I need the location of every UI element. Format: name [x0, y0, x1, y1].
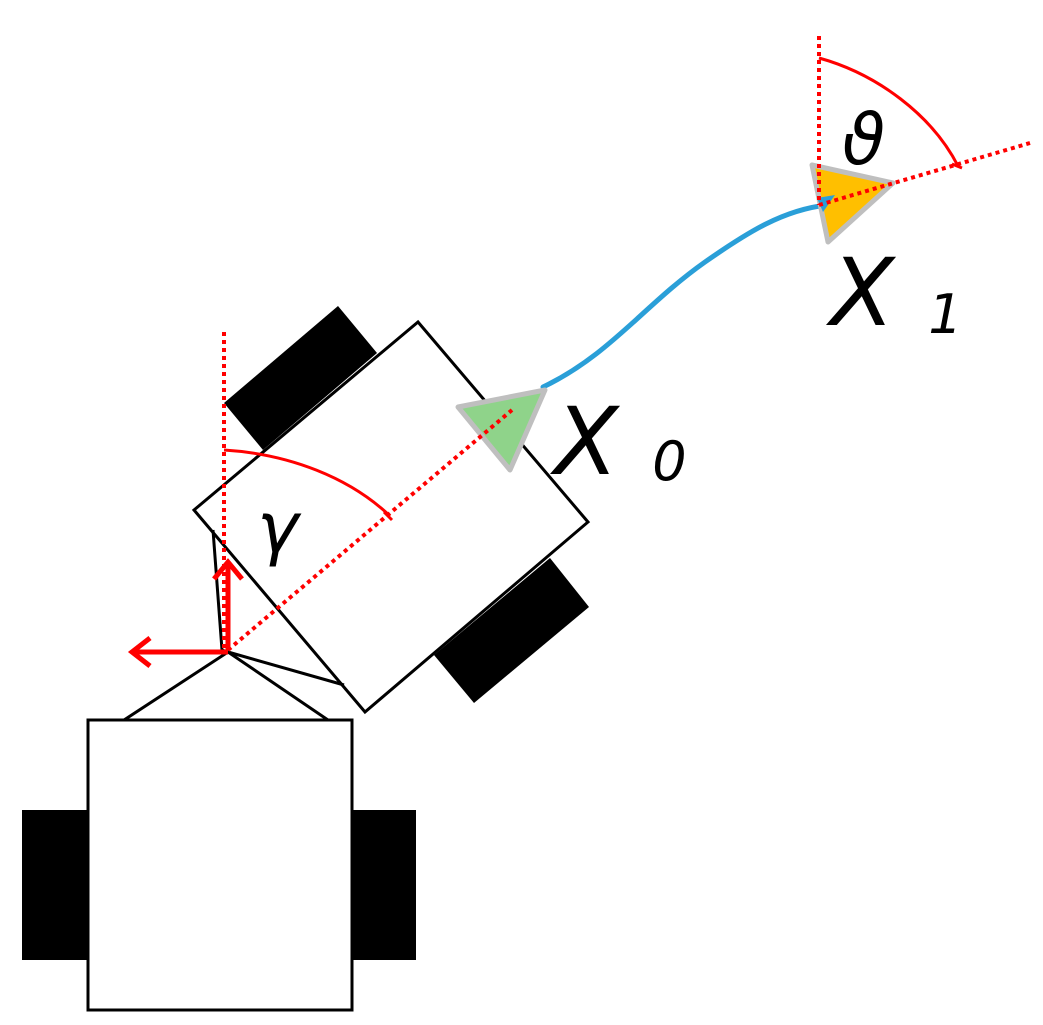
reference-geometry — [127, 36, 1031, 668]
rear-hitch-link — [123, 650, 329, 722]
start-state-marker — [455, 387, 548, 473]
rear-left-wheel — [22, 810, 90, 960]
front-upper-wheel — [224, 306, 377, 450]
start-state-label-base: X — [549, 388, 621, 497]
joint-angle-arc — [223, 448, 392, 518]
front-lower-wheel — [434, 558, 589, 703]
trajectory-curve — [540, 202, 830, 390]
goal-heading-angle-arc-end — [951, 162, 963, 170]
goal-state-label-subscript: 1 — [928, 283, 962, 346]
diagram-labels: γ ϑ X 0 X 1 — [257, 99, 963, 569]
rear-robot-unit — [22, 650, 416, 1012]
goal-heading-anchor — [817, 195, 835, 212]
rear-chassis — [86, 718, 354, 1012]
goal-state-label: X 1 — [825, 239, 963, 348]
local-axis-forward-head — [212, 558, 244, 581]
goal-heading-angle-arc — [818, 56, 960, 167]
joint-angle-arc-end — [382, 510, 394, 522]
local-axis-left-head — [127, 636, 152, 668]
start-state-label: X 0 — [549, 388, 687, 497]
rear-right-wheel — [352, 810, 416, 960]
front-robot-unit — [191, 306, 591, 715]
joint-heading-reference — [226, 408, 514, 652]
front-hitch-right-link — [227, 650, 345, 687]
goal-state-label-base: X — [825, 239, 897, 348]
joint-angle-label: γ — [257, 487, 302, 569]
goal-heading-angle-label: ϑ — [842, 99, 885, 181]
start-state-label-subscript: 0 — [652, 430, 686, 493]
